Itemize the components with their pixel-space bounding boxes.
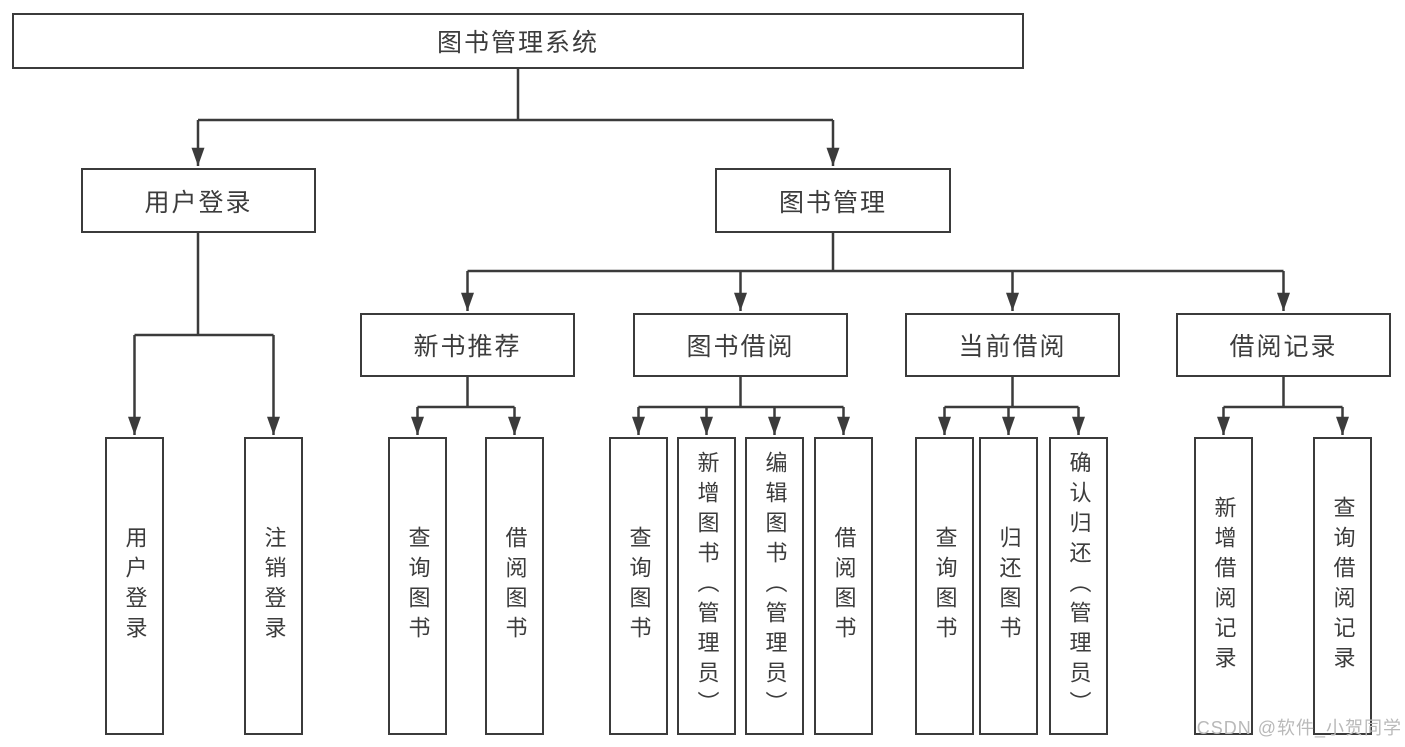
leaf-confirm-return-admin: 确认归还（管理员） [1049,437,1108,735]
leaf-user-login: 用户登录 [105,437,164,735]
leaf-query-books-borrow: 查询图书 [609,437,668,735]
node-user-login: 用户登录 [81,168,316,233]
node-new-book-recommend: 新书推荐 [360,313,575,377]
node-library-system: 图书管理系统 [12,13,1024,69]
node-book-borrow: 图书借阅 [633,313,848,377]
leaf-query-books-current: 查询图书 [915,437,974,735]
connector-skeleton [134,69,1343,409]
leaf-add-books-admin: 新增图书（管理员） [677,437,736,735]
leaf-edit-books-admin: 编辑图书（管理员） [745,437,804,735]
leaf-query-borrow-record: 查询借阅记录 [1313,437,1372,735]
node-borrow-record: 借阅记录 [1176,313,1391,377]
node-current-borrow: 当前借阅 [905,313,1120,377]
leaf-borrow-books-recommend: 借阅图书 [485,437,544,735]
node-book-management: 图书管理 [715,168,951,233]
leaf-borrow-books: 借阅图书 [814,437,873,735]
leaf-logout: 注销登录 [244,437,303,735]
csdn-watermark: CSDN @软件_小贺同学 [1196,718,1402,738]
leaf-return-books: 归还图书 [979,437,1038,735]
leaf-add-borrow-record: 新增借阅记录 [1194,437,1253,735]
leaf-query-books-recommend: 查询图书 [388,437,447,735]
